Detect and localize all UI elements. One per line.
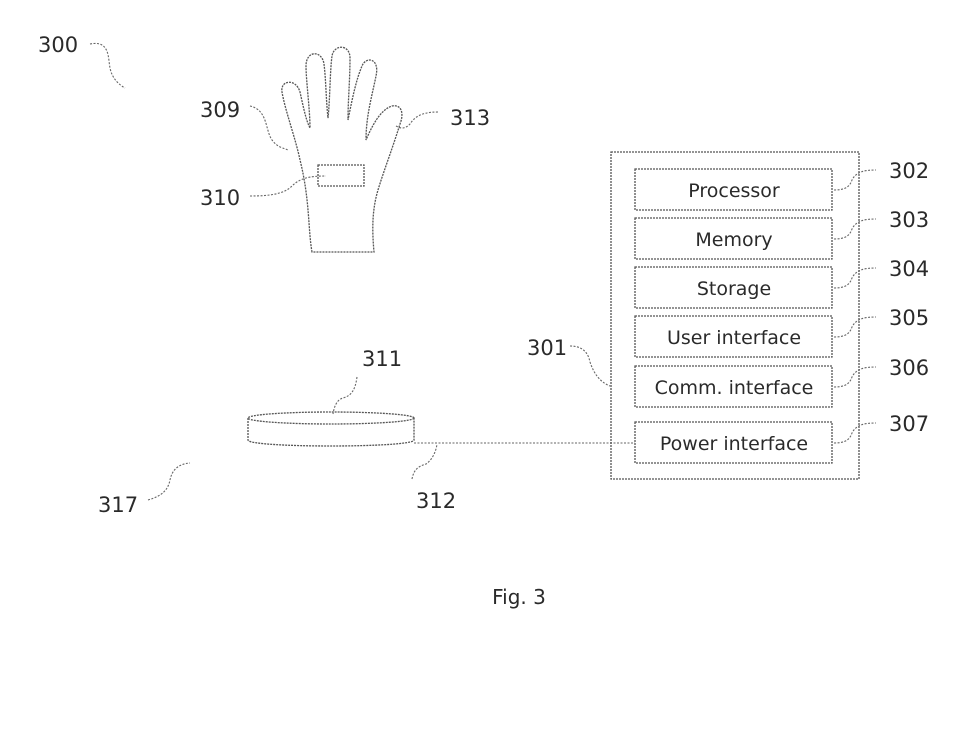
ref-301: 301: [527, 336, 567, 360]
leader-311: [332, 376, 358, 415]
component-label: User interface: [667, 327, 801, 349]
component-label: Storage: [697, 278, 771, 300]
ref-305: 305: [889, 306, 929, 330]
glove-outline: [281, 46, 403, 253]
component-user-interface: User interface 305: [634, 306, 929, 358]
leader-302: [833, 169, 877, 191]
ref-307: 307: [889, 412, 929, 436]
leader-309: [249, 105, 289, 151]
component-label: Memory: [695, 229, 772, 251]
device-enclosure: [610, 151, 860, 480]
ref-310: 310: [200, 186, 240, 210]
component-power-interface: Power interface 307: [634, 412, 929, 464]
glove-sensor: [317, 164, 365, 187]
ref-312: 312: [416, 489, 456, 513]
component-box: [634, 315, 833, 358]
glove: [281, 46, 403, 253]
pad-top: [247, 411, 415, 425]
ref-313: 313: [450, 106, 490, 130]
component-label: Processor: [688, 180, 780, 202]
ref-309: 309: [200, 98, 240, 122]
component-box: [634, 266, 833, 309]
leader-306: [833, 366, 877, 388]
leader-310: [249, 175, 327, 197]
leader-313: [395, 111, 439, 129]
component-processor: Processor 302: [634, 159, 929, 211]
leader-317: [147, 462, 191, 501]
figure-caption: Fig. 3: [492, 585, 546, 609]
component-memory: Memory 303: [634, 208, 929, 260]
component-label: Comm. interface: [655, 377, 814, 399]
component-box: [634, 168, 833, 211]
component-box: [634, 421, 833, 464]
ref-317: 317: [98, 493, 138, 517]
component-box: [634, 365, 833, 408]
charging-pad: [247, 411, 415, 447]
leader-307: [833, 422, 877, 444]
leader-303: [833, 218, 877, 240]
ref-311: 311: [362, 347, 402, 371]
ref-302: 302: [889, 159, 929, 183]
component-label: Power interface: [660, 433, 808, 455]
leader-312: [411, 443, 438, 480]
leader-305: [833, 316, 877, 338]
leader-300: [89, 42, 126, 89]
component-box: [634, 217, 833, 260]
ref-304: 304: [889, 257, 929, 281]
leader-301: [569, 345, 611, 387]
component-storage: Storage 304: [634, 257, 929, 309]
ref-300: 300: [38, 33, 78, 57]
ref-306: 306: [889, 356, 929, 380]
component-comm-interface: Comm. interface 306: [634, 356, 929, 408]
ref-303: 303: [889, 208, 929, 232]
leader-304: [833, 267, 877, 289]
pad-side: [247, 418, 415, 447]
